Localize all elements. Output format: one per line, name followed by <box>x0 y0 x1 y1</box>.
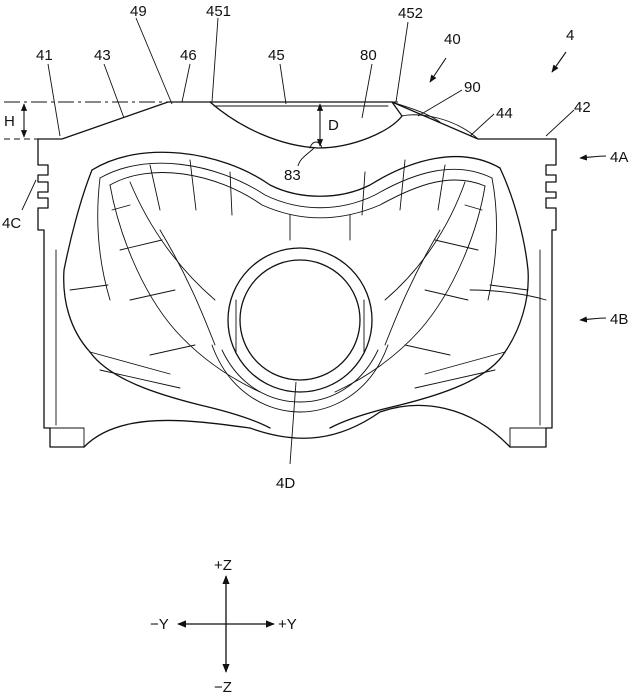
axis-plus-z-label: +Z <box>214 557 232 574</box>
axis-minus-z-label: −Z <box>214 679 232 696</box>
label-451: 451 <box>206 3 231 20</box>
reference-line <box>4 101 400 140</box>
axis-plus-y-label: +Y <box>278 616 297 633</box>
label-43: 43 <box>94 47 111 64</box>
label-H: H <box>4 113 15 130</box>
label-452: 452 <box>398 5 423 22</box>
coordinate-axes: +Z −Z +Y −Y <box>150 557 297 696</box>
label-45: 45 <box>268 47 285 64</box>
piston-interior <box>63 151 547 429</box>
label-4C: 4C <box>2 215 21 232</box>
label-44: 44 <box>496 105 513 122</box>
label-4A: 4A <box>610 149 628 166</box>
label-4D: 4D <box>276 475 295 492</box>
piston-body <box>37 138 557 448</box>
dimensions <box>20 103 324 147</box>
piston-crown <box>37 101 557 149</box>
label-4B: 4B <box>610 311 628 328</box>
axis-minus-y-label: −Y <box>150 616 169 633</box>
label-49: 49 <box>130 3 147 20</box>
label-D: D <box>328 117 339 134</box>
label-4: 4 <box>566 27 574 44</box>
label-83: 83 <box>284 167 301 184</box>
pin-boss <box>211 247 389 413</box>
label-80: 80 <box>360 47 377 64</box>
label-46: 46 <box>180 47 197 64</box>
label-41: 41 <box>36 47 53 64</box>
leader-lines <box>21 17 607 465</box>
label-40: 40 <box>444 31 461 48</box>
reference-labels: 49 451 452 40 4 41 43 46 45 80 90 44 42 … <box>2 3 628 492</box>
label-42: 42 <box>574 99 591 116</box>
label-90: 90 <box>464 79 481 96</box>
